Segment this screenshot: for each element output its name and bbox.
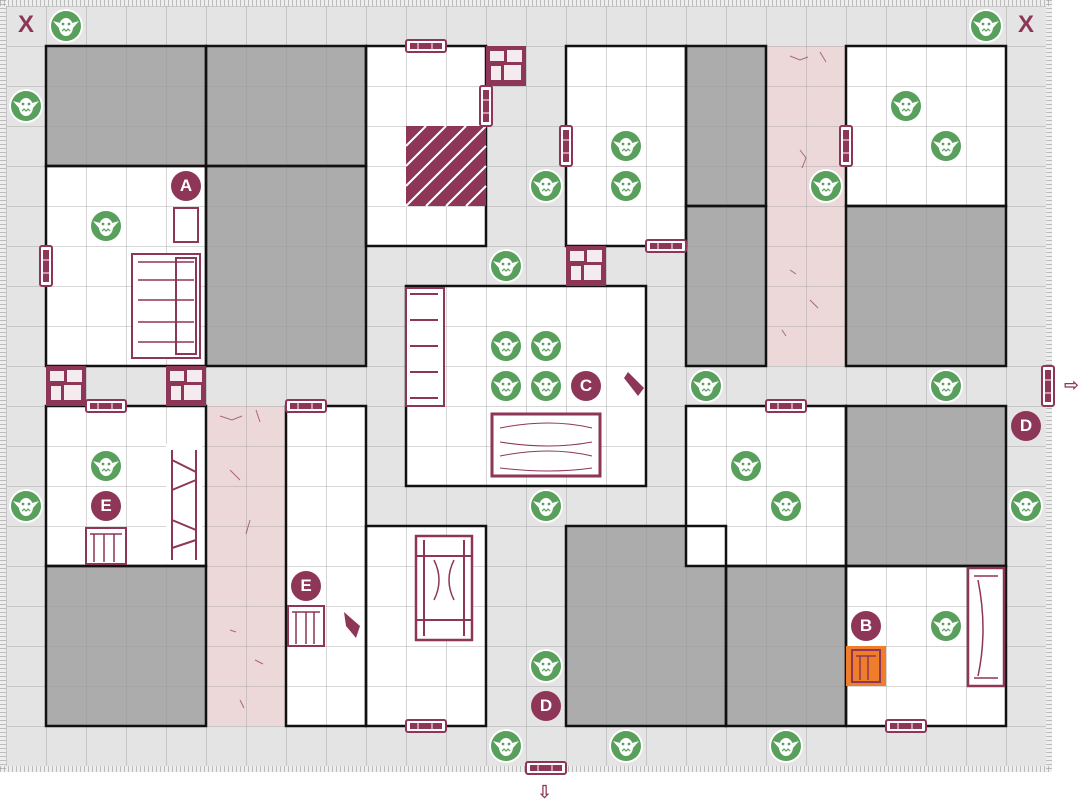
orc-head-icon[interactable] bbox=[488, 728, 524, 764]
door-icon[interactable] bbox=[85, 399, 127, 413]
orc-head-icon[interactable] bbox=[768, 728, 804, 764]
label-e: E bbox=[91, 491, 121, 521]
trap-icon bbox=[344, 612, 360, 638]
bookcase-icon bbox=[131, 253, 201, 359]
door-icon[interactable] bbox=[559, 125, 573, 167]
fireplace-icon bbox=[405, 287, 445, 407]
orc-head-icon[interactable] bbox=[8, 488, 44, 524]
label-e: E bbox=[291, 571, 321, 601]
door-icon[interactable] bbox=[405, 39, 447, 53]
orc-head-icon[interactable] bbox=[928, 608, 964, 644]
start-marker[interactable]: X bbox=[17, 11, 34, 38]
orc-head-icon[interactable] bbox=[8, 88, 44, 124]
orc-head-icon[interactable] bbox=[528, 328, 564, 364]
orc-head-icon[interactable] bbox=[608, 128, 644, 164]
weapon-rack-icon bbox=[166, 444, 202, 564]
orc-head-icon[interactable] bbox=[48, 8, 84, 44]
label-d: D bbox=[531, 691, 561, 721]
trap-icon bbox=[624, 372, 644, 396]
treasure-chest-icon bbox=[287, 605, 325, 647]
orc-head-icon[interactable] bbox=[808, 168, 844, 204]
orc-head-icon[interactable] bbox=[608, 168, 644, 204]
orc-head-icon[interactable] bbox=[1008, 488, 1044, 524]
door-icon[interactable] bbox=[285, 399, 327, 413]
orc-head-icon[interactable] bbox=[528, 368, 564, 404]
tomb-icon bbox=[966, 566, 1006, 688]
rubble-icon bbox=[486, 46, 526, 86]
corridor-cracks bbox=[219, 51, 827, 709]
door-icon[interactable] bbox=[885, 719, 927, 733]
orc-head-icon[interactable] bbox=[728, 448, 764, 484]
table-icon bbox=[490, 412, 602, 478]
door-icon[interactable] bbox=[645, 239, 687, 253]
orc-head-icon[interactable] bbox=[488, 248, 524, 284]
door-icon[interactable] bbox=[1041, 365, 1055, 407]
orc-head-icon[interactable] bbox=[488, 368, 524, 404]
highlighted-chest-icon bbox=[846, 646, 886, 686]
door-icon[interactable] bbox=[839, 125, 853, 167]
grid bbox=[6, 6, 1046, 766]
label-d: D bbox=[1011, 411, 1041, 441]
rubble-icon bbox=[566, 246, 606, 286]
torture-rack-icon bbox=[414, 534, 474, 642]
orc-head-icon[interactable] bbox=[88, 208, 124, 244]
door-icon[interactable] bbox=[479, 85, 493, 127]
door-icon[interactable] bbox=[525, 761, 567, 775]
treasure-chest-icon bbox=[85, 527, 127, 565]
orc-head-icon[interactable] bbox=[968, 8, 1004, 44]
orc-head-icon[interactable] bbox=[768, 488, 804, 524]
chest-icon bbox=[173, 207, 199, 243]
label-a: A bbox=[171, 171, 201, 201]
orc-head-icon[interactable] bbox=[528, 648, 564, 684]
exit-arrow-down-icon[interactable]: ⇩ bbox=[537, 782, 553, 803]
orc-head-icon[interactable] bbox=[928, 368, 964, 404]
exit-arrow-right-icon[interactable]: ⇨ bbox=[1064, 375, 1080, 396]
rubble-icon bbox=[46, 366, 86, 406]
orc-head-icon[interactable] bbox=[608, 728, 644, 764]
orc-head-icon[interactable] bbox=[688, 368, 724, 404]
orc-head-icon[interactable] bbox=[488, 328, 524, 364]
orc-head-icon[interactable] bbox=[528, 168, 564, 204]
stairs-icon bbox=[405, 125, 487, 207]
orc-head-icon[interactable] bbox=[888, 88, 924, 124]
start-marker[interactable]: X bbox=[1017, 11, 1034, 38]
door-icon[interactable] bbox=[39, 245, 53, 287]
orc-head-icon[interactable] bbox=[528, 488, 564, 524]
orc-head-icon[interactable] bbox=[928, 128, 964, 164]
label-c: C bbox=[571, 371, 601, 401]
label-b: B bbox=[851, 611, 881, 641]
orc-head-icon[interactable] bbox=[88, 448, 124, 484]
door-icon[interactable] bbox=[405, 719, 447, 733]
rubble-icon bbox=[166, 366, 206, 406]
door-icon[interactable] bbox=[765, 399, 807, 413]
